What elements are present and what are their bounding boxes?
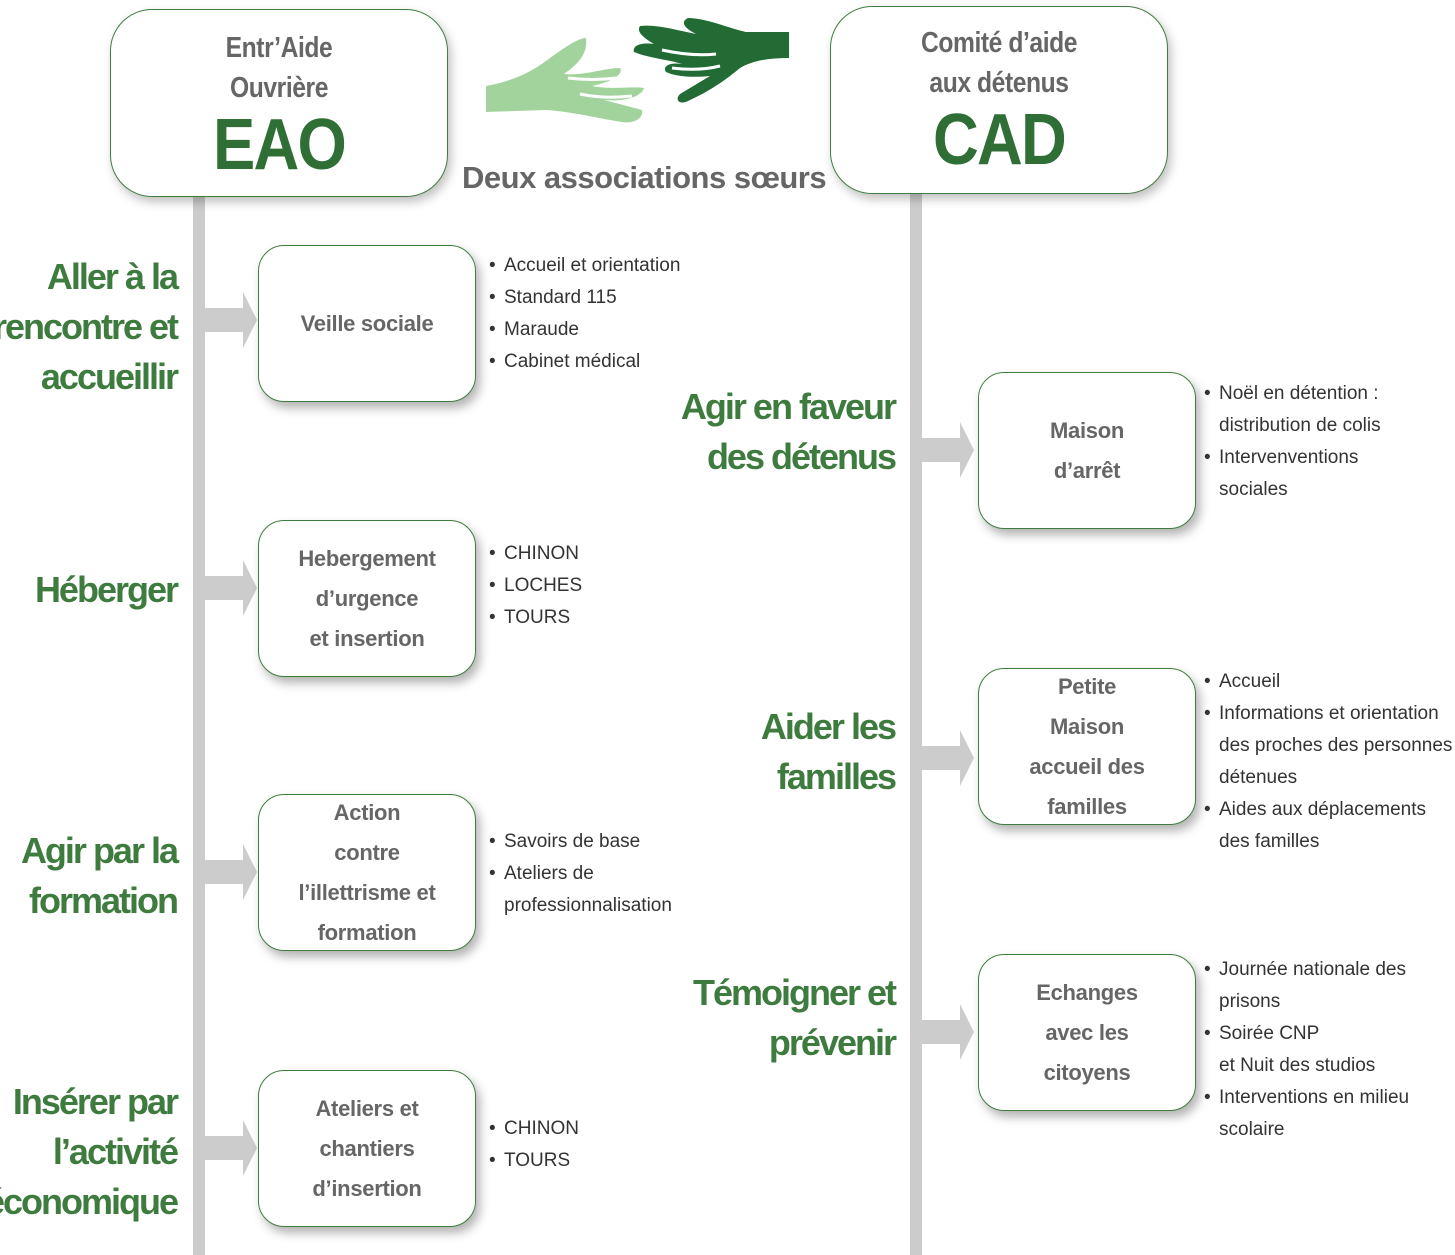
left-row1-label: Aller à la rencontre et accueillir	[0, 256, 179, 397]
eao-name-line1: Entr’Aide	[225, 32, 333, 64]
box-action-illettrisme: Action contre l’illettrisme et formation	[258, 794, 476, 951]
right-row2-label: Aider les familles	[760, 706, 897, 797]
box-petite-maison: Petite Maison accueil des familles	[978, 668, 1196, 825]
left-row1-arrow	[205, 292, 257, 348]
right-row1-bullets: Noël en détention : distribution de coli…	[1204, 378, 1381, 506]
bullet-item: CHINON	[489, 538, 582, 570]
box-echanges-citoyens: Echanges avec les citoyens	[978, 954, 1196, 1111]
bullet-item: scolaire	[1219, 1119, 1285, 1140]
bullet-item: distribution de colis	[1219, 415, 1381, 436]
bullet-item: TOURS	[489, 602, 582, 634]
eao-acronym: EAO	[212, 105, 347, 185]
right-row3-bullets: Journée nationale des prisons Soirée CNP…	[1204, 954, 1409, 1146]
right-row1-arrow	[922, 422, 974, 478]
bullet-item: Accueil et orientation	[489, 250, 680, 282]
cad-spine-line	[910, 190, 922, 1255]
bullet-item: prisons	[1219, 991, 1281, 1012]
tagline: Deux associations sœurs	[462, 160, 827, 195]
left-row3-bullets: Savoirs de base Ateliers de professionna…	[489, 826, 672, 922]
box-veille-sociale: Veille sociale	[258, 245, 476, 402]
right-row2-bullets: Accueil Informations et orientation des …	[1204, 666, 1452, 858]
bullet-item: Standard 115	[489, 282, 680, 314]
bullet-item: CHINON	[489, 1113, 579, 1145]
bullet-item: sociales	[1219, 479, 1288, 500]
left-row3-label: Agir par la formation	[20, 830, 179, 921]
box-maison-arret: Maison d’arrêt	[978, 372, 1196, 529]
left-row4-label: Insérer par l’activité économique	[0, 1081, 179, 1222]
bullet-item: LOCHES	[489, 570, 582, 602]
bullet-item: Accueil	[1204, 666, 1452, 698]
box-hebergement: Hebergement d’urgence et insertion	[258, 520, 476, 677]
bullet-item: détenues	[1219, 767, 1298, 788]
right-row1-label: Agir en faveur des détenus	[680, 386, 897, 477]
cad-header-box: Comité d’aide aux détenus CAD	[830, 6, 1168, 194]
bullet-item: Journée nationale des	[1204, 954, 1409, 986]
left-row2-label: Héberger	[34, 569, 179, 610]
bullet-item: et Nuit des studios	[1219, 1055, 1376, 1076]
cad-name-line2: aux détenus	[929, 67, 1069, 99]
bullet-item: Informations et orientation	[1204, 698, 1452, 730]
right-row3-arrow	[922, 1004, 974, 1060]
cad-name-line1: Comité d’aide	[920, 27, 1078, 59]
bullet-item: des familles	[1219, 831, 1320, 852]
bullet-item: Cabinet médical	[489, 346, 680, 378]
bullet-item: Savoirs de base	[489, 826, 672, 858]
eao-spine-line	[193, 190, 205, 1255]
bullet-item: Soirée CNP	[1204, 1018, 1409, 1050]
bullet-item: Noël en détention :	[1204, 378, 1381, 410]
bullet-item: Interventions en milieu	[1204, 1082, 1409, 1114]
cad-acronym: CAD	[933, 100, 1067, 180]
eao-header-box: Entr’Aide Ouvrière EAO	[110, 9, 448, 197]
bullet-item: Maraude	[489, 314, 680, 346]
left-row4-arrow	[205, 1120, 257, 1176]
eao-name-line2: Ouvrière	[229, 72, 328, 104]
right-row3-label: Témoigner et prévenir	[692, 972, 897, 1063]
box-ateliers-chantiers: Ateliers et chantiers d’insertion	[258, 1070, 476, 1227]
left-row2-bullets: CHINON LOCHES TOURS	[489, 538, 582, 634]
bullet-item: Aides aux déplacements	[1204, 794, 1452, 826]
bullet-item: TOURS	[489, 1145, 579, 1177]
two-hands-reaching-icon	[486, 18, 789, 123]
bullet-item: Intervenventions	[1204, 442, 1381, 474]
left-row4-bullets: CHINON TOURS	[489, 1113, 579, 1177]
bullet-item: professionnalisation	[504, 895, 672, 916]
bullet-item: Ateliers de	[489, 858, 672, 890]
bullet-item: des proches des personnes	[1219, 735, 1453, 756]
left-row2-arrow	[205, 560, 257, 616]
left-row1-bullets: Accueil et orientation Standard 115 Mara…	[489, 250, 680, 378]
left-row3-arrow	[205, 844, 257, 900]
right-row2-arrow	[922, 730, 974, 786]
